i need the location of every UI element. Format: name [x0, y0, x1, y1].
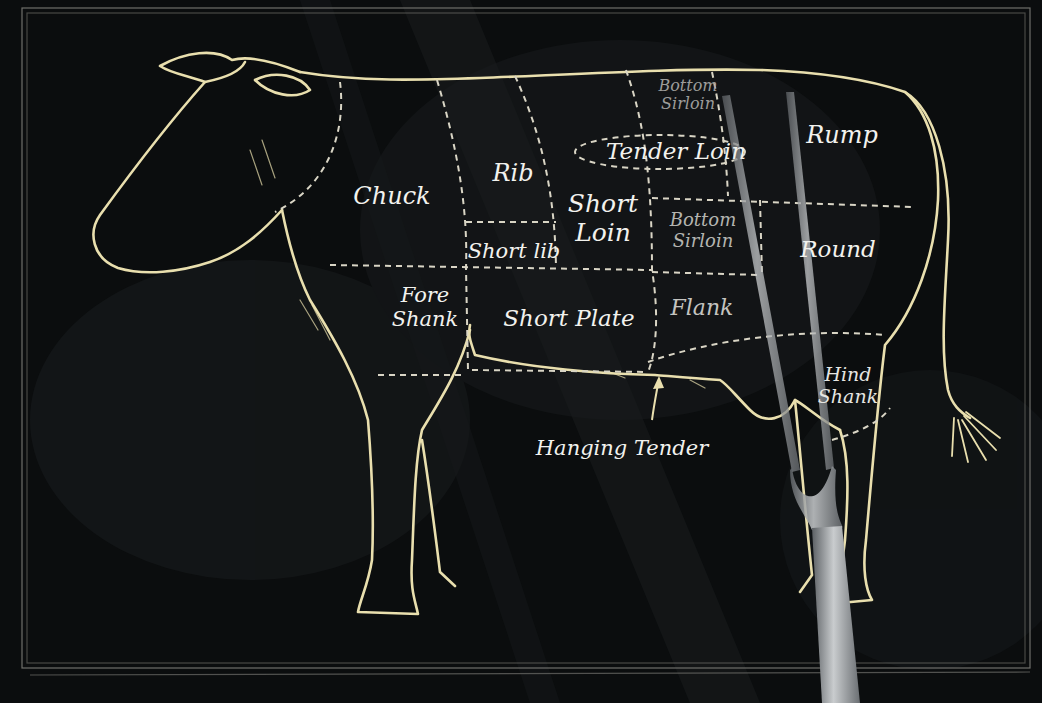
frame-line [30, 672, 1030, 675]
cut-label: Chuck [347, 183, 437, 211]
cut-label: Short lib [459, 239, 569, 263]
cow-outline [94, 53, 1000, 614]
cut-line [832, 408, 890, 440]
light-streak [400, 0, 760, 703]
cut-label: Fore Shank [388, 283, 462, 331]
chalk-smudges [30, 0, 1042, 703]
cut-line [472, 370, 648, 372]
cut-line [378, 374, 466, 376]
frame [22, 8, 1030, 675]
cut-label: Hind Shank [811, 364, 885, 408]
front-leg [282, 210, 470, 614]
back-and-hind-leg [300, 70, 938, 603]
cut-label: Round [798, 236, 878, 262]
cut-lines [275, 70, 912, 440]
cut-line [652, 198, 912, 207]
arrow-head [653, 376, 664, 389]
frame-line [22, 8, 1030, 668]
frame-line [27, 13, 1025, 663]
leader-line [652, 384, 658, 420]
leader-arrow [652, 376, 664, 420]
cut-label: Bottom Sirloin [666, 210, 740, 251]
cut-line [648, 333, 885, 362]
cut-line [466, 221, 556, 223]
tail-tuft [952, 412, 1000, 462]
ear [255, 75, 310, 95]
cut-label: Rump [802, 122, 882, 150]
fork-handle [812, 526, 860, 703]
cut-label: Bottom Sirloin [653, 77, 723, 114]
head [94, 53, 300, 272]
cut-label: Flank [662, 295, 742, 320]
cut-label: Tender Loin [601, 138, 751, 164]
cut-line [275, 82, 341, 212]
cut-label: Short Plate [494, 305, 644, 331]
cut-label: Rib [483, 160, 543, 188]
smudge [30, 260, 470, 580]
fork-base [790, 466, 842, 530]
cut-label: Short Loin [563, 190, 643, 248]
front-leg-back [422, 440, 455, 586]
ear [205, 62, 245, 82]
cut-line [330, 265, 652, 270]
cut-line [652, 272, 760, 275]
cut-label: Hanging Tender [522, 436, 722, 460]
tail [905, 92, 970, 418]
